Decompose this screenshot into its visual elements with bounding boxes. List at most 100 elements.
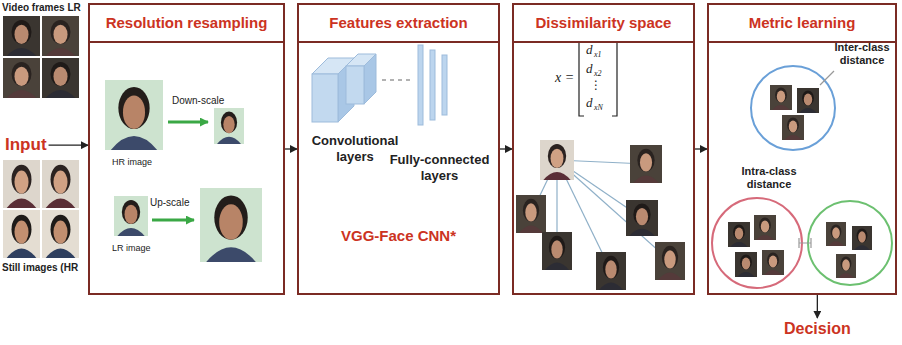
shoulders xyxy=(599,282,623,290)
text-slot: VGG-Face CNN* xyxy=(299,227,498,245)
face xyxy=(804,94,812,106)
label-slot: x1 xyxy=(594,51,602,60)
photo-background xyxy=(3,210,40,258)
face xyxy=(219,204,243,240)
face xyxy=(664,250,675,268)
text-slot: Resolution resampling xyxy=(90,5,283,43)
shoulders xyxy=(46,48,76,56)
photo-background xyxy=(42,160,79,208)
hair xyxy=(633,204,650,226)
matrix-subscript: x2 xyxy=(594,70,602,79)
face-photo xyxy=(836,254,856,278)
face-photo xyxy=(42,210,79,258)
hair xyxy=(12,165,32,194)
photo-background xyxy=(655,242,685,280)
face-photo xyxy=(3,160,40,208)
photo-background xyxy=(630,145,662,183)
shoulders xyxy=(737,272,755,277)
hair xyxy=(51,215,71,244)
shoulders xyxy=(7,198,37,208)
label-slot: x = xyxy=(555,70,574,85)
face xyxy=(53,171,67,194)
label-slot: d xyxy=(586,43,593,57)
photo-background xyxy=(735,252,757,277)
photo-background xyxy=(542,232,572,270)
flow-arrow xyxy=(500,148,512,149)
shoulders xyxy=(206,247,256,262)
shoulders xyxy=(756,235,774,240)
hair xyxy=(662,246,678,269)
face-photo xyxy=(797,88,819,113)
hair xyxy=(221,112,237,134)
face xyxy=(14,25,28,44)
shoulders xyxy=(838,273,854,278)
face-photo xyxy=(42,16,79,56)
label-slot: x2 xyxy=(594,70,602,79)
photo-background xyxy=(3,160,40,208)
hair xyxy=(118,87,149,129)
panel-heading: Resolution resampling xyxy=(90,5,283,43)
hair xyxy=(523,199,539,222)
arrow-label: Down-scale xyxy=(172,95,242,107)
face xyxy=(123,95,145,129)
image-caption: HR image xyxy=(112,157,182,168)
hair xyxy=(841,256,852,270)
photo-background xyxy=(200,188,262,262)
panel-heading: Metric learning xyxy=(709,5,895,43)
layer-ellipsis xyxy=(382,79,410,81)
face-photo xyxy=(852,226,872,250)
decision-label: Decision xyxy=(784,319,851,338)
stage-panel: Features extractionConvolutional layersF… xyxy=(297,3,500,295)
matrix-symbol: x = xyxy=(555,70,574,85)
down-scale-arrow xyxy=(168,121,208,124)
text-slot: Fully-connected layers xyxy=(381,152,498,183)
stage-panel: Metric learningInter-class distanceIntra… xyxy=(707,3,897,295)
text-slot: Up-scale xyxy=(150,197,210,209)
shoulders xyxy=(633,175,659,183)
matrix-subscript: xN xyxy=(594,104,603,113)
inter-class-leader xyxy=(820,71,834,85)
photo-background xyxy=(826,222,846,246)
label-slot: ⋮ xyxy=(590,79,602,92)
label-slot: xN xyxy=(594,104,603,113)
face-photo xyxy=(3,210,40,258)
hair xyxy=(214,195,247,239)
face-photo xyxy=(770,85,792,110)
image-caption: LR image xyxy=(112,243,182,254)
hair xyxy=(857,228,868,242)
model-name: VGG-Face CNN* xyxy=(299,227,498,245)
shoulders xyxy=(519,225,543,233)
hair xyxy=(759,218,771,233)
input-label: Input xyxy=(5,135,47,155)
face-photo xyxy=(114,196,148,236)
hair xyxy=(548,144,566,168)
shoulders xyxy=(828,241,844,246)
face-photo xyxy=(214,108,244,144)
shoulders xyxy=(730,242,748,247)
intra-class-distance-bar xyxy=(799,238,811,248)
shoulders xyxy=(764,270,782,275)
face xyxy=(832,227,840,239)
shoulders xyxy=(46,198,76,208)
face xyxy=(53,67,67,86)
shoulders xyxy=(545,262,569,270)
flow-arrow xyxy=(285,148,297,149)
face-photo xyxy=(542,232,572,270)
hair xyxy=(802,91,814,106)
shoulders xyxy=(217,137,241,144)
face-photo xyxy=(516,195,546,233)
photo-background xyxy=(214,108,244,144)
face xyxy=(53,221,67,244)
block-front xyxy=(312,74,338,122)
matrix-entry: d xyxy=(586,62,593,76)
hair xyxy=(603,256,619,279)
matrix-entry: d xyxy=(586,43,593,57)
block-front xyxy=(346,66,364,104)
shoulders xyxy=(784,135,802,140)
face-photo xyxy=(626,200,658,236)
distance-label: Inter-class distance xyxy=(829,41,895,67)
hair xyxy=(122,200,140,224)
face xyxy=(789,121,797,133)
layer-label: Fully-connected layers xyxy=(381,152,498,183)
